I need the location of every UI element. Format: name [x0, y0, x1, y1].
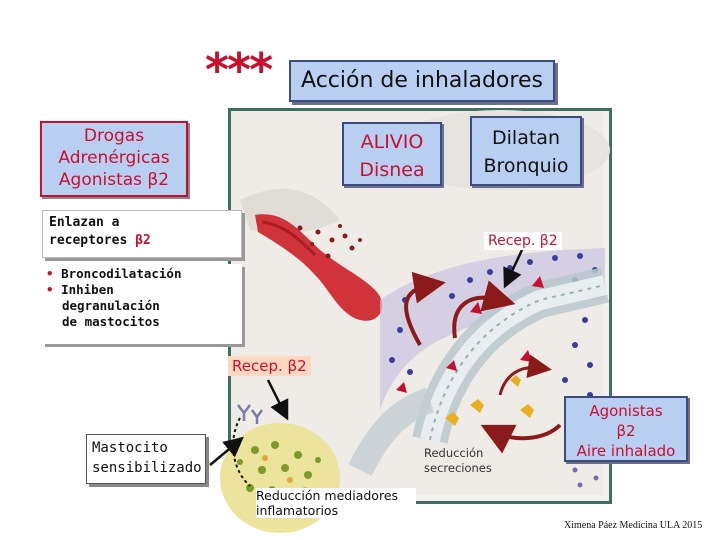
- recep-beta2-top-label: Recep. β2: [484, 232, 562, 250]
- list-item-cont: degranulación: [46, 298, 238, 314]
- list-item-cont: de mastocitos: [46, 314, 238, 330]
- mastocito-line2: sensibilizado: [92, 458, 200, 478]
- reduccion-mediadores-label: Reducción mediadores inflamatorios: [256, 488, 416, 518]
- dilatan-line2: Bronquio: [472, 152, 580, 180]
- enlazan-beta2: β2: [135, 233, 151, 248]
- enlazan-receptores-box: Enlazan a receptores β2: [42, 210, 242, 258]
- agonistas-aire-box: Agonistas β2 Aire inhalado: [564, 396, 688, 462]
- reduccion-secreciones-label: Reducción secreciones: [424, 446, 492, 476]
- alivio-line1: ALIVIO: [344, 128, 440, 156]
- bullet-dot: •: [46, 282, 54, 297]
- agonistas-line3: Aire inhalado: [566, 441, 686, 461]
- dilatan-line1: Dilatan: [472, 124, 580, 152]
- mastocito-line1: Mastocito: [92, 438, 200, 458]
- recep-beta2-left-label: Recep. β2: [228, 356, 311, 376]
- drogas-line2: Adrenérgicas: [42, 147, 186, 169]
- agonistas-line2: β2: [566, 421, 686, 441]
- list-item: • Inhiben: [46, 282, 238, 298]
- alivio-disnea-box: ALIVIO Disnea: [342, 122, 442, 186]
- author-credit: Ximena Páez Medicina ULA 2015: [564, 520, 702, 531]
- alivio-line2: Disnea: [344, 156, 440, 184]
- bullet-dot: •: [46, 266, 54, 281]
- mastocito-box: Mastocito sensibilizado: [86, 434, 206, 484]
- drogas-line1: Drogas: [42, 125, 186, 147]
- drogas-adrenergicas-box: Drogas Adrenérgicas Agonistas β2: [40, 121, 188, 197]
- list-item: • Broncodilatación: [46, 266, 238, 282]
- agonistas-line1: Agonistas: [566, 401, 686, 421]
- drogas-line3: Agonistas β2: [42, 169, 186, 191]
- effects-list: • Broncodilatación • Inhiben degranulaci…: [42, 264, 242, 344]
- enlazan-line2a: receptores: [49, 233, 127, 248]
- enlazan-line1: Enlazan a: [49, 214, 235, 232]
- emphasis-stars: ***: [205, 50, 271, 90]
- page-title: Acción de inhaladores: [289, 60, 555, 102]
- dilatan-bronquio-box: Dilatan Bronquio: [470, 116, 582, 186]
